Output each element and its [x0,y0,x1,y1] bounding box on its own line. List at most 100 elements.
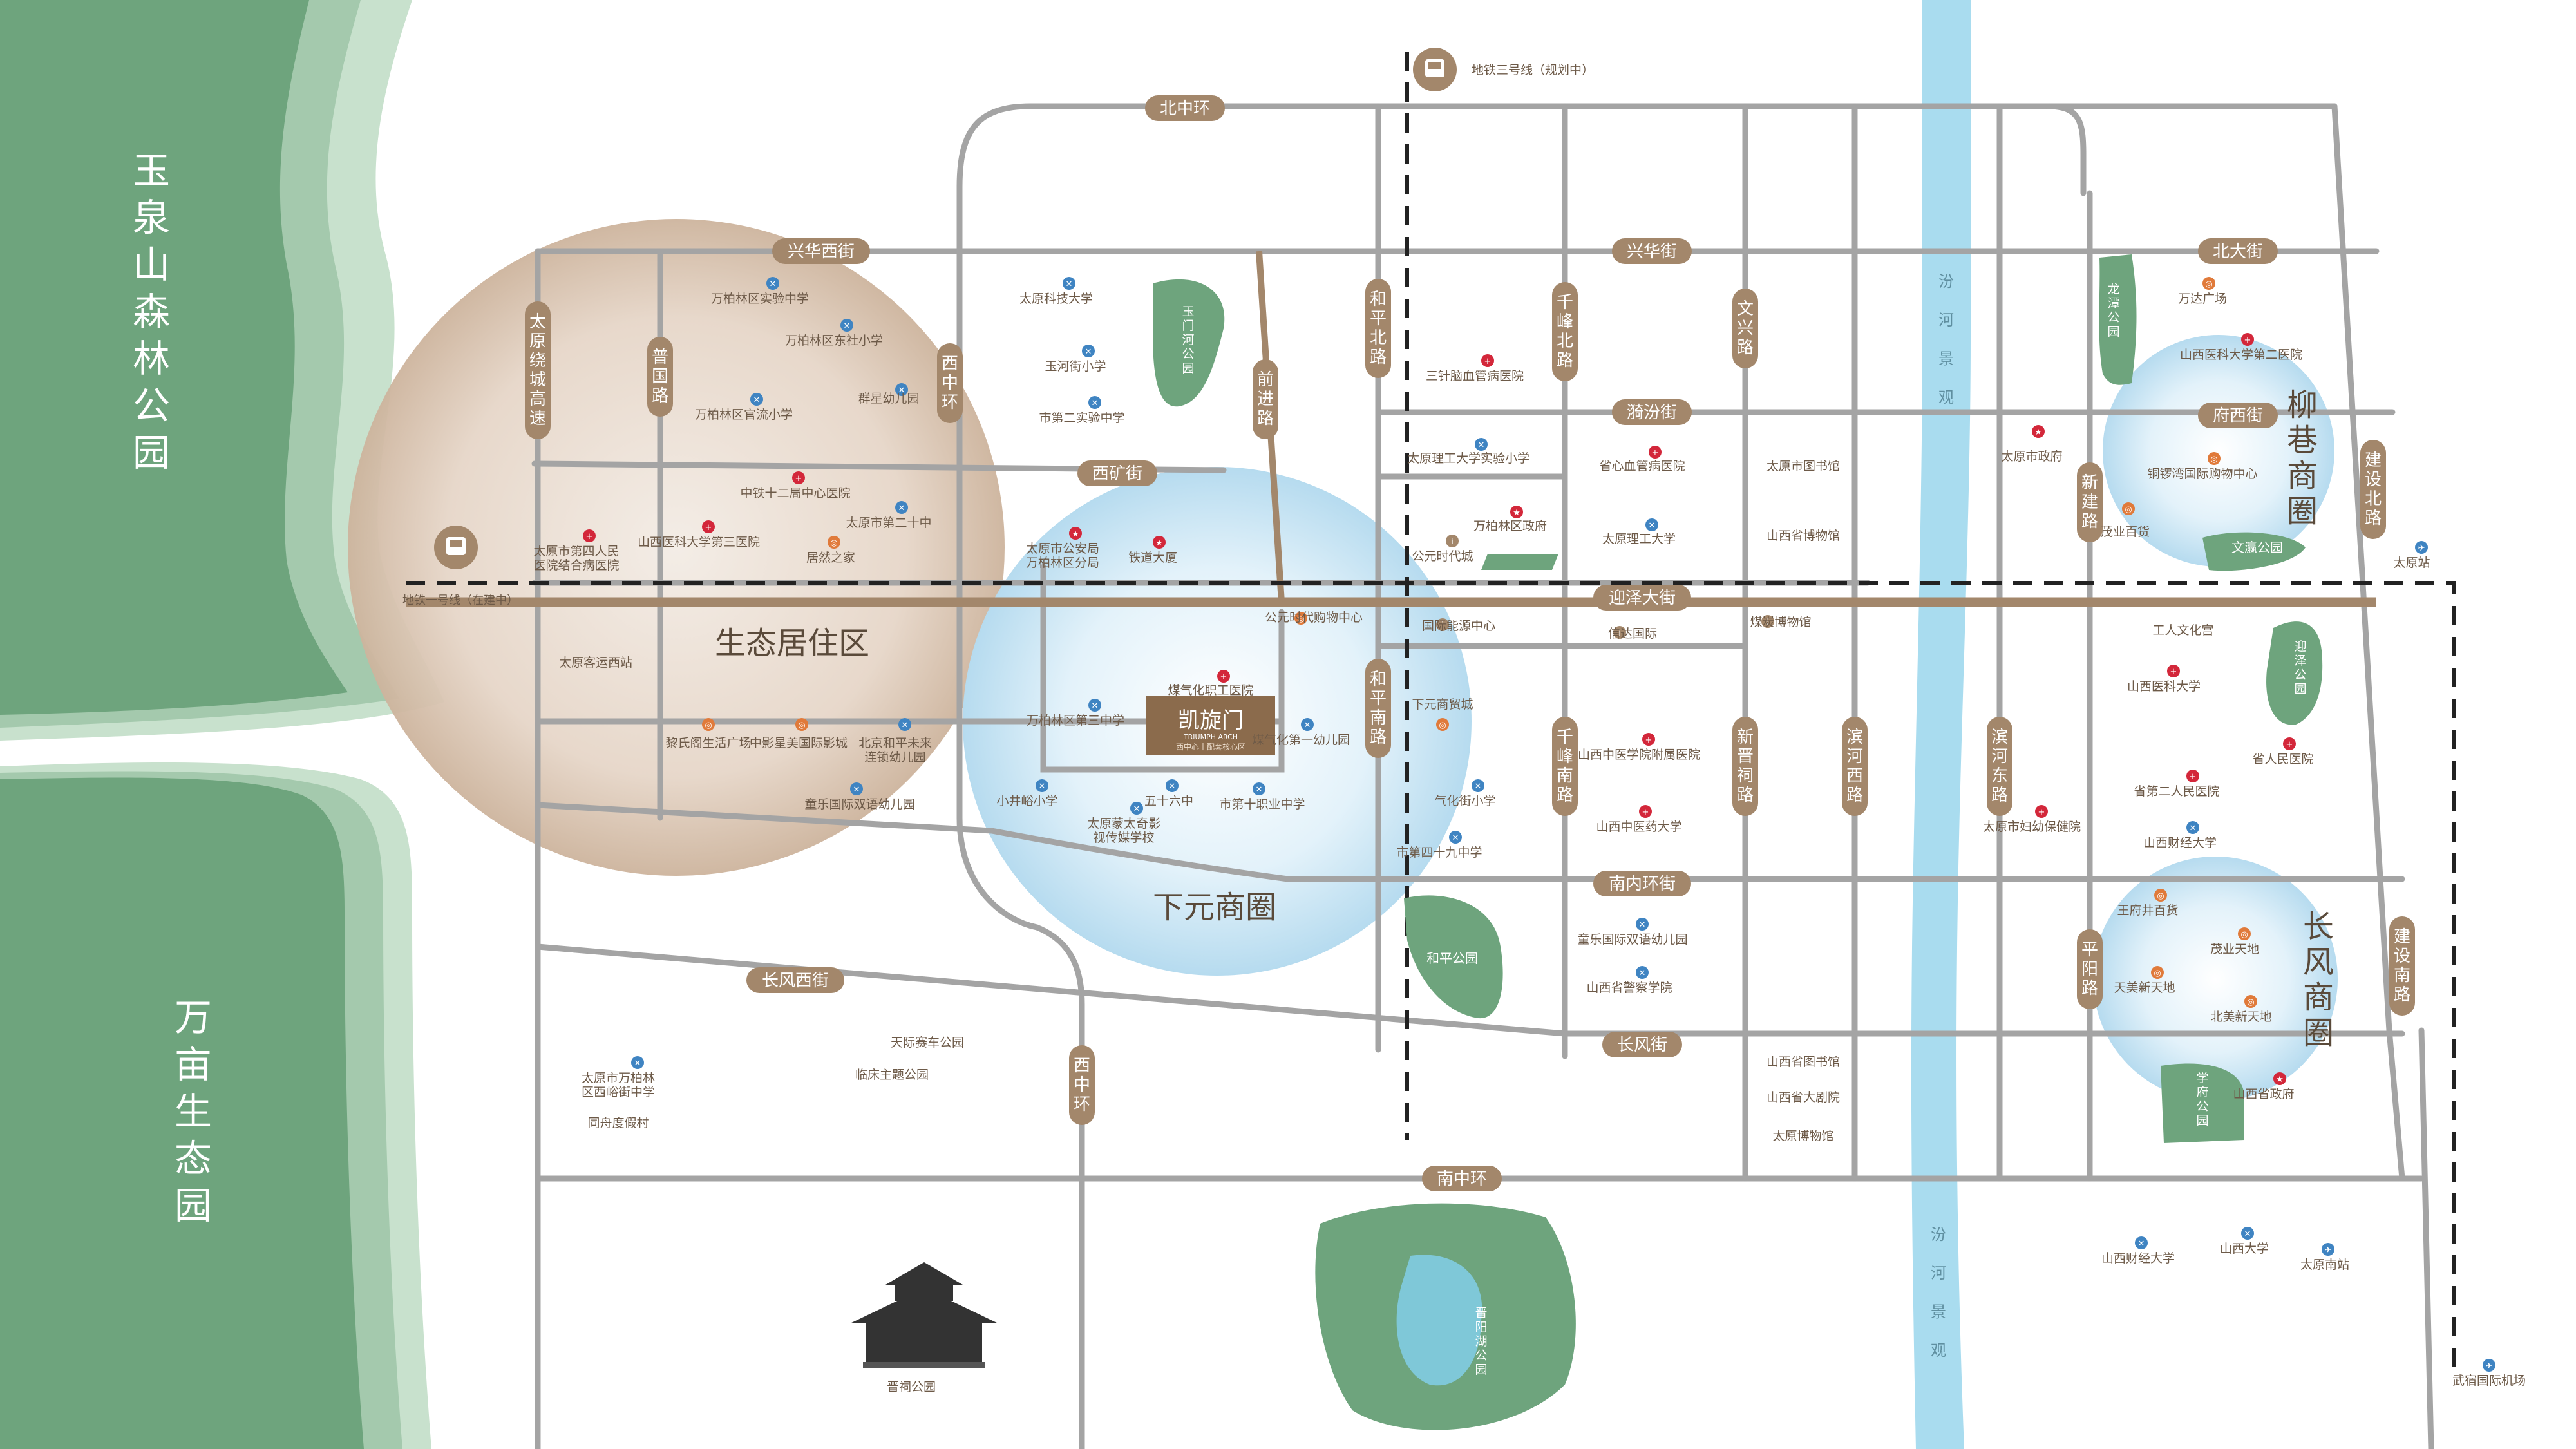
poi-sx-jingcha[interactable]: ✕山西省警察学院 [1586,966,1672,995]
poi-sheng-xinnao[interactable]: +省心血管病医院 [1599,446,1685,473]
poi-ty-bowuguan[interactable]: 太原博物馆 [1772,1129,1833,1143]
svg-text:三针脑血管病医院: 三针脑血管病医院 [1426,369,1524,383]
svg-text:王府井百货: 王府井百货 [2117,904,2178,918]
liuxiang-zone [2103,335,2334,567]
svg-text:林: 林 [133,337,170,381]
poi-qihuajie[interactable]: ✕气化街小学 [1434,779,1496,808]
poi-marker-icon [1613,626,1626,639]
poi-xiaojingyu[interactable]: ✕小井峪小学 [996,779,1058,808]
project-marker[interactable] [1146,696,1275,755]
poi-sheng-renmin[interactable]: +省人民医院 [2252,737,2314,766]
poi-marker-icon [2186,770,2199,782]
poi-wbl-shiyan[interactable]: ✕万柏林区实验中学 [711,277,809,306]
poi-ligong-shiyan[interactable]: ✕太原理工大学实验小学 [1407,438,1530,466]
poi-meiqihua-yiyuan[interactable]: +煤气化职工医院 [1168,670,1254,697]
svg-text:北大街: 北大街 [2213,242,2263,261]
poi-meiqihua-you[interactable]: ✕煤气化第一幼儿园 [1252,718,1350,747]
poi-shi10zhi[interactable]: ✕市第十职业中学 [1219,782,1305,811]
poi-zhongying[interactable]: ◎中影星美国际影城 [750,718,848,750]
poi-tianji-saiche[interactable]: 天际赛车公园 [891,1036,964,1050]
poi-marker-icon [2135,1236,2148,1249]
poi-wbl-zhengfu[interactable]: ★万柏林区政府 [1473,506,1547,533]
poi-maoye-tiandi[interactable]: ◎茂业天地 [2210,927,2259,956]
road-label-xinjian: 新建路 [2077,462,2103,542]
poi-juranzhijia[interactable]: ◎居然之家 [806,536,855,565]
poi-tongle2[interactable]: ✕童乐国际双语幼儿园 [1577,918,1688,947]
svg-text:泉: 泉 [133,196,170,240]
poi-beimei[interactable]: ◎北美新天地 [2210,995,2272,1024]
poi-gongren-wenhua[interactable]: 工人文化宫 [2152,623,2213,638]
poi-ty-nanzhan[interactable]: ✈太原南站 [2300,1243,2349,1272]
poi-ty-keji[interactable]: ✕太原科技大学 [1019,277,1093,306]
poi-wangfujing[interactable]: ◎王府井百货 [2117,889,2179,918]
svg-text:气化街小学: 气化街小学 [1434,794,1495,808]
poi-yuhejie[interactable]: ✕玉河街小学 [1045,345,1106,374]
poi-maoye[interactable]: ◎茂业百货 [2101,502,2150,539]
poi-tongzhou[interactable]: 同舟度假村 [587,1116,649,1130]
svg-text:铜锣湾国际购物中心: 铜锣湾国际购物中心 [2147,467,2257,481]
poi-ty-ligong[interactable]: ✕太原理工大学 [1602,518,1676,546]
poi-linchuang[interactable]: 临床主题公园 [855,1068,929,1082]
poi-sx-shengzhengfu[interactable]: ★山西省政府 [2233,1072,2295,1101]
poi-sx-zhongyiyao[interactable]: +山西中医药大学 [1596,805,1682,834]
poi-tianmei[interactable]: ◎天美新天地 [2114,966,2175,995]
poi-wbl-dongshe[interactable]: ✕万柏林区东社小学 [785,319,883,348]
poi-tongluowan[interactable]: ◎铜锣湾国际购物中心 [2147,452,2258,481]
poi-ty-zhan[interactable]: ✈太原站 [2393,541,2430,570]
poi-sx-bowuguan[interactable]: 山西省博物馆 [1766,529,1840,543]
poi-lishi-shenghuo[interactable]: ◎黎氏阁生活广场 [665,718,752,750]
poi-ty20zhong[interactable]: ✕太原市第二十中 [846,501,932,530]
poi-shi2shiyan[interactable]: ✕市第二实验中学 [1039,396,1125,425]
poi-xiayuan-maoyi[interactable]: ◎下元商贸城 [1412,697,1473,731]
poi-wbl3zhong[interactable]: ✕万柏林区第三中学 [1027,699,1124,728]
poi-wusu-jichang[interactable]: ✈武宿国际机场 [2452,1359,2526,1388]
poi-shi49[interactable]: ✕市第四十九中学 [1396,831,1482,860]
svg-text:省心血管病医院: 省心血管病医院 [1599,459,1685,473]
svg-text:圈: 圈 [2303,1015,2334,1051]
poi-sx-caijing2[interactable]: ✕山西财经大学 [2101,1236,2175,1265]
svg-text:◎: ◎ [705,721,712,730]
svg-text:河: 河 [1931,1264,1946,1282]
poi-ty-fuyou[interactable]: +太原市妇幼保健院 [1983,805,2081,834]
poi-ty-zhengfu[interactable]: ★太原市政府 [2001,425,2063,464]
poi-sx-caijing[interactable]: ✕山西财经大学 [2143,821,2217,850]
poi-marker-icon [1088,396,1101,409]
poi-jinci-label[interactable]: 晋祠公园 [887,1380,936,1394]
poi-tongle[interactable]: ✕童乐国际双语幼儿园 [804,782,915,811]
poi-marker-icon [1649,446,1662,459]
svg-text:西矿街: 西矿街 [1092,464,1142,484]
poi-sanjin-naoguan[interactable]: +三针脑血管病医院 [1426,354,1524,383]
poi-wbl-guanliu[interactable]: ✕万柏林区官流小学 [695,393,793,422]
poi-sx-daxue[interactable]: ✕山西大学 [2220,1227,2269,1256]
poi-sx-yike[interactable]: +山西医科大学 [2127,665,2201,694]
poi-wanda[interactable]: ◎万达广场 [2178,277,2227,306]
poi-sx-tushuguan[interactable]: 山西省图书馆 [1766,1055,1840,1069]
poi-sxyk2[interactable]: +山西医科大学第二医院 [2180,333,2302,362]
poi-qunxing[interactable]: ✕群星幼儿园 [858,383,920,406]
road-label-nan-zhonghuan: 南中环 [1422,1166,1502,1191]
poi-sx-zhongyi-fu[interactable]: +山西中医学院附属医院 [1578,733,1700,762]
poi-sheng2renmin[interactable]: +省第二人民医院 [2134,770,2220,799]
poi-wushiliu[interactable]: ✕五十六中 [1144,779,1193,808]
poi-tiedao[interactable]: ★铁道大厦 [1128,536,1177,565]
poi-sx-dajuyuan[interactable]: 山西省大剧院 [1766,1090,1840,1104]
poi-zhongtie12[interactable]: +中铁十二局中心医院 [740,471,851,500]
poi-ty-tushuguan[interactable]: 太原市图书馆 [1766,459,1840,473]
poi-sxyk3[interactable]: +山西医科大学第三医院 [638,520,760,549]
poi-keyun-xizhan[interactable]: 太原客运西站 [559,656,632,670]
poi-gongyuan-gouwu[interactable]: ◎公元时代购物中心 [1265,611,1363,625]
metro-train-icon [434,526,478,569]
